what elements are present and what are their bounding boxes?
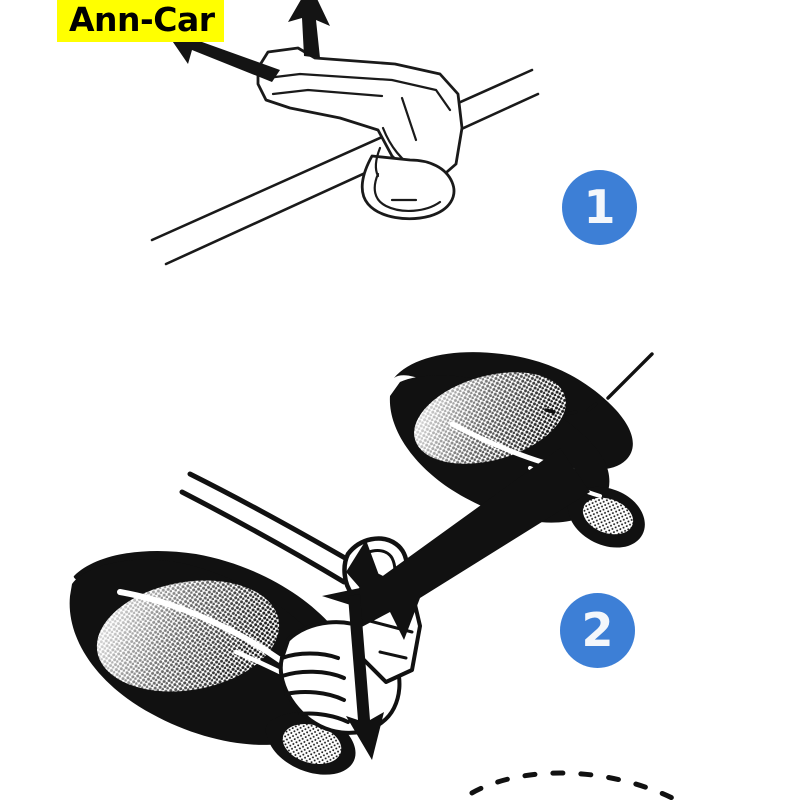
step-badge-2: 2 bbox=[560, 593, 635, 668]
step-badge-1-label: 1 bbox=[583, 179, 616, 234]
watermark-label: Ann-Car bbox=[69, 0, 215, 39]
wiper-blade-detail-lines bbox=[265, 72, 452, 172]
wiper-arm-rails bbox=[179, 471, 355, 585]
wiper-blade-clip bbox=[256, 46, 464, 180]
step-3-illustration-partial bbox=[440, 752, 700, 800]
arrow-down-icon bbox=[346, 594, 384, 760]
clip-hook bbox=[360, 154, 456, 221]
step-2-illustration bbox=[60, 340, 680, 780]
arrow-large-down-left-icon bbox=[322, 448, 590, 640]
step-1-illustration bbox=[140, 0, 540, 278]
step-badge-2-label: 2 bbox=[581, 602, 614, 657]
watermark-badge: Ann-Car bbox=[57, 0, 225, 42]
clip-hook-inner bbox=[373, 146, 442, 212]
step-badge-1: 1 bbox=[562, 170, 637, 245]
dashed-arc bbox=[457, 770, 682, 800]
wiper-rail bbox=[150, 68, 540, 266]
arrow-up-icon bbox=[288, 0, 330, 58]
